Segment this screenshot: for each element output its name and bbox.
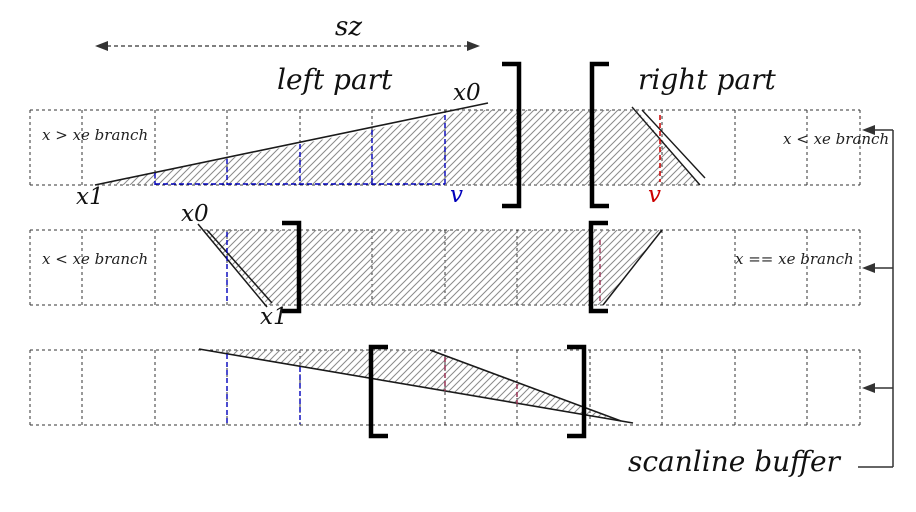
row3-shapes — [198, 348, 634, 424]
row1-v-blue-label: v — [450, 182, 463, 208]
row3-maroon-marks — [444, 357, 518, 404]
row1-x0-label: x0 — [453, 80, 481, 106]
left-part-label: left part — [277, 63, 393, 96]
sz-arrow — [95, 41, 480, 51]
row1-branch-left-label: x > xe branch — [42, 126, 149, 144]
row2-branch-left-label: x < xe branch — [42, 250, 149, 268]
sz-label: sz — [335, 12, 363, 42]
row1-open-bracket — [589, 61, 609, 209]
sz-arrowhead-left — [95, 41, 108, 51]
row1-right-edge — [631, 106, 706, 186]
row1-shapes — [94, 102, 706, 186]
row3-blue-marks — [226, 354, 301, 424]
row1-x1-label: x1 — [76, 184, 104, 210]
row1-hatch-region — [95, 110, 700, 185]
row2-open-bracket — [588, 220, 608, 314]
row2-right-edge — [602, 229, 663, 306]
row3-arrowhead — [862, 383, 875, 393]
right-part-label: right part — [638, 63, 776, 96]
row3-close-bracket — [567, 344, 587, 439]
row2-x0-label: x0 — [181, 201, 209, 227]
row3-open-bracket — [368, 344, 388, 439]
row2-x1-label: x1 — [260, 304, 288, 330]
row1-blue-marks — [154, 115, 446, 185]
row1-left-edge — [94, 102, 489, 186]
scanline-buffer-label: scanline buffer — [628, 445, 840, 478]
row2-arrowhead — [862, 263, 875, 273]
row3-lower-edge — [198, 348, 634, 424]
buffer-connector — [858, 125, 894, 468]
row2-left-edge — [197, 223, 273, 308]
row1-arrowhead — [862, 125, 875, 135]
row2-close-bracket — [282, 220, 302, 314]
row1-branch-right-label: x < xe branch — [783, 130, 890, 148]
row2-hatch-region — [203, 230, 662, 305]
row3-upper-edge — [429, 349, 622, 422]
row2-branch-right-label: x == xe branch — [735, 250, 854, 268]
sz-arrowhead-right — [467, 41, 480, 51]
brackets — [282, 61, 609, 439]
row1-close-bracket — [502, 61, 522, 209]
row1-v-red-label: v — [648, 182, 661, 208]
row2-shapes — [197, 223, 663, 308]
